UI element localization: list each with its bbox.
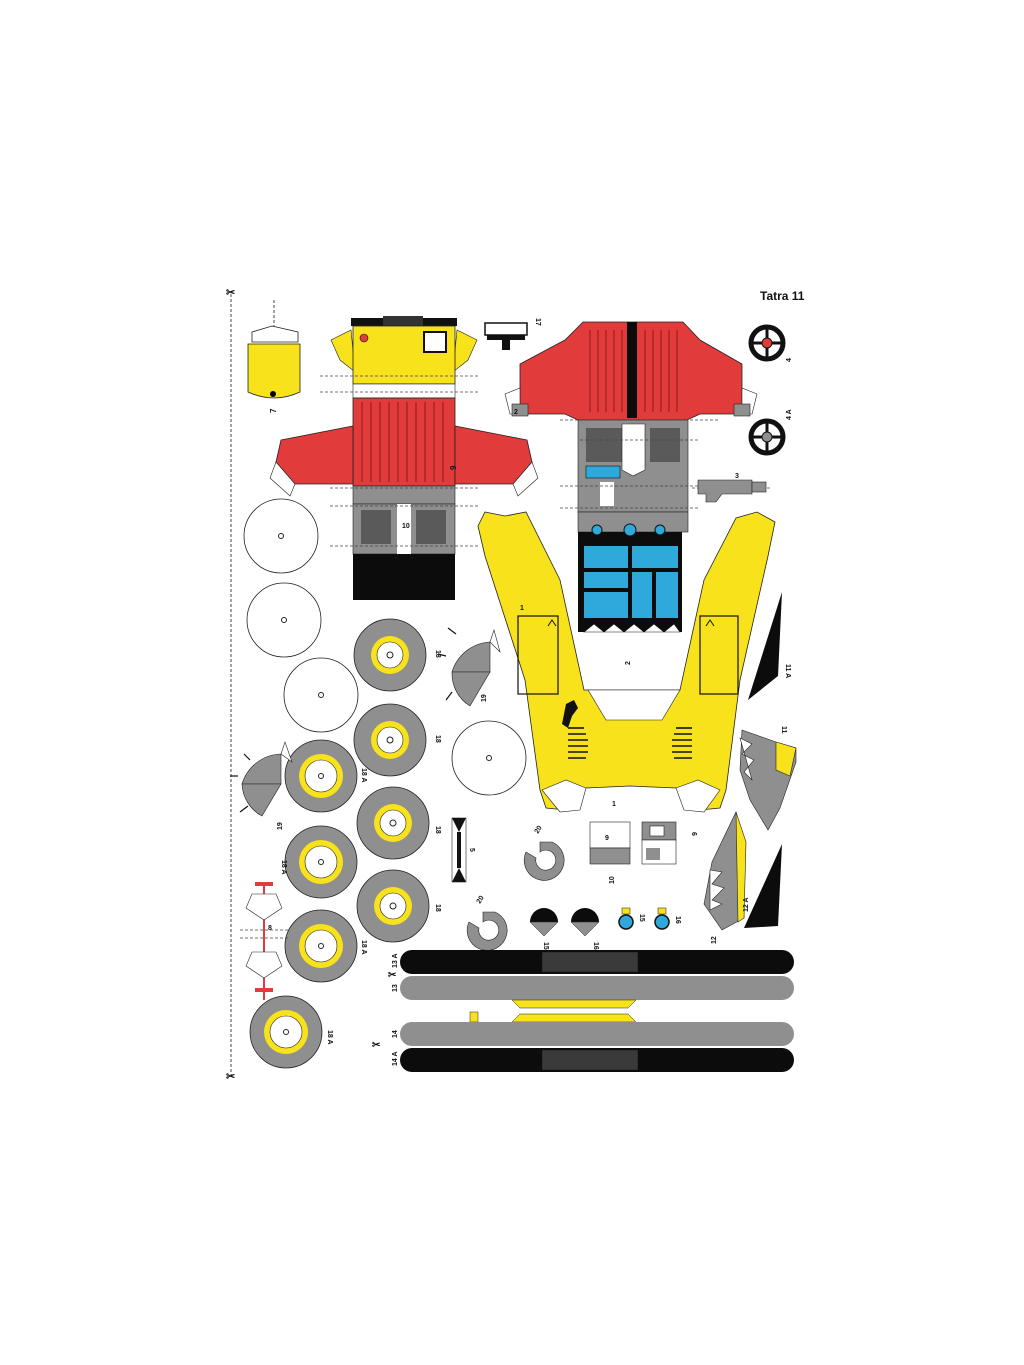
label-16a: 16 A <box>592 942 599 957</box>
label-12a: 12 A <box>743 897 750 912</box>
label-3: 3 <box>735 473 739 480</box>
label-10b: 10 <box>609 876 616 884</box>
part-7-hood: 7 <box>247 300 301 413</box>
label-7: 7 <box>269 408 278 413</box>
label-4: 4 <box>786 358 793 362</box>
wheel-18a: 18 A <box>284 739 367 813</box>
label-6: 6 <box>690 832 697 836</box>
part-12a: 12 A <box>743 844 782 928</box>
label-18: 18 <box>434 904 441 912</box>
label-16: 16 <box>674 916 681 924</box>
label-14a: 14 A <box>392 1051 399 1066</box>
label-9: 9 <box>449 465 458 470</box>
part-6-box: 6 <box>641 821 697 865</box>
label-20: 20 <box>534 825 544 835</box>
label-11: 11 <box>780 726 787 734</box>
label-1b: 1 <box>612 801 616 808</box>
scissors-icon: ✂ <box>388 970 397 981</box>
white-disc <box>283 657 359 733</box>
part-11: 11 <box>739 726 797 831</box>
part-14-bar: 14 <box>392 1011 794 1046</box>
label-14: 14 <box>392 1030 399 1038</box>
wheel-18: 18 <box>353 618 441 692</box>
label-15a: 15 A <box>542 942 549 957</box>
label-18a: 18 A <box>360 768 367 783</box>
label-19b: 19 <box>277 822 284 830</box>
label-19: 19 <box>481 694 488 702</box>
label-9b: 9 <box>605 835 609 842</box>
label-18a: 18 A <box>280 860 287 875</box>
label-18: 18 <box>434 650 441 658</box>
scissors-icon: ✂ <box>226 1071 235 1083</box>
left-cut-line: ✂ ✂ <box>226 287 235 1083</box>
label-18: 18 <box>434 735 441 743</box>
bar-scissors: ✂ ✂ <box>372 970 397 1051</box>
wheel-18: 18 <box>353 703 441 777</box>
part-16a: 16 A <box>570 908 600 957</box>
white-disc <box>451 720 527 796</box>
label-4a: 4 A <box>786 409 793 420</box>
part-13-bar: 13 <box>392 976 794 1009</box>
scissors-icon: ✂ <box>226 287 235 299</box>
label-18a: 18 A <box>326 1030 333 1045</box>
part-19-fan: 19 <box>437 627 501 707</box>
part-13a-bar: 13 A <box>392 950 794 974</box>
part-4a-steering-wheel: 4 A <box>748 409 793 456</box>
label-2b: 2 <box>625 661 632 665</box>
label-13a: 13 A <box>392 953 399 968</box>
part-11a: 11 A <box>748 592 791 700</box>
wheel-18a: 18 A <box>284 909 367 983</box>
part-16: 16 <box>654 907 681 930</box>
label-18: 18 <box>434 826 441 834</box>
label-11a: 11 A <box>784 664 791 678</box>
scissors-icon: ✂ <box>372 1040 381 1051</box>
wheel-18a: 18 A <box>280 825 358 899</box>
part-15: 15 <box>618 907 645 930</box>
label-5: 5 <box>468 848 475 852</box>
part-14a-bar: 14 A <box>392 1048 794 1072</box>
part-19-fan: 19 <box>230 741 293 830</box>
part-3-lever: 3 <box>692 473 772 503</box>
part-20: 20 <box>523 825 565 881</box>
label-10: 10 <box>402 523 410 530</box>
wheel-18a: 18 A <box>249 995 333 1069</box>
part-9-box: 9 10 <box>589 821 631 884</box>
part-2-cab-rear: 2 2 <box>504 321 758 665</box>
part-15a: 15 A <box>529 908 559 957</box>
label-15: 15 <box>638 914 645 922</box>
part-4-steering-wheel: 4 <box>748 324 793 362</box>
label-2: 2 <box>514 409 518 416</box>
part-9-cab: 10 9 <box>269 316 539 600</box>
label-17: 17 <box>534 318 541 326</box>
part-8-axle: 8 <box>240 882 290 1000</box>
label-1: 1 <box>520 605 524 612</box>
label-13: 13 <box>392 984 399 992</box>
white-disc <box>243 498 319 574</box>
part-1-chassis: 1 1 <box>477 511 776 813</box>
white-disc <box>246 582 322 658</box>
label-18a: 18 A <box>360 940 367 955</box>
part-20b: 20 <box>466 895 508 951</box>
wheel-18: 18 <box>356 869 441 943</box>
sheet-title: Tatra 11 <box>760 289 805 303</box>
label-20b: 20 <box>476 895 486 905</box>
label-8: 8 <box>268 925 272 932</box>
part-17: 17 <box>484 318 541 350</box>
part-12: 12 <box>703 811 747 944</box>
wheel-18: 18 <box>356 786 441 860</box>
part-5: 5 <box>451 817 475 883</box>
label-12: 12 <box>711 936 718 944</box>
